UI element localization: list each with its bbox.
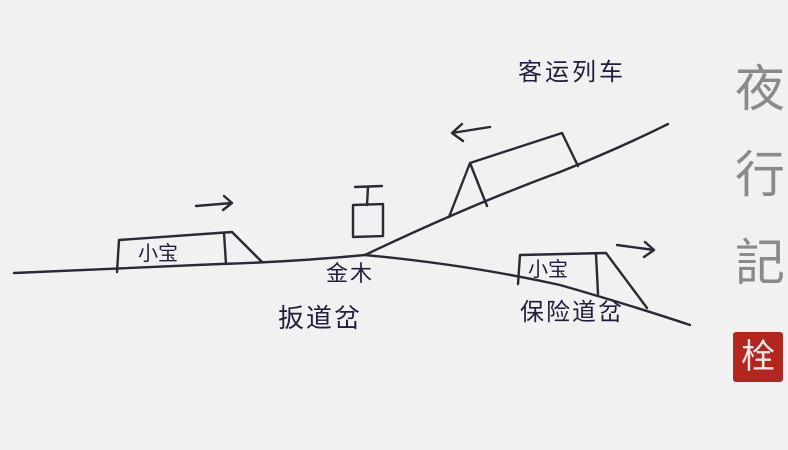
switch-lever-icon bbox=[351, 184, 385, 239]
passenger-train-outline bbox=[447, 131, 580, 219]
calligraphy-char-2: 行 bbox=[735, 146, 785, 204]
arrow-right-left-icon bbox=[194, 194, 234, 212]
junction-switch-label: 扳道岔 bbox=[278, 304, 363, 334]
safety-switch-label: 保险道岔 bbox=[520, 298, 624, 326]
main-track bbox=[12, 253, 367, 275]
lower-track bbox=[363, 253, 692, 327]
calligraphy-char-1: 夜 bbox=[735, 60, 785, 118]
arrow-right-lower-icon bbox=[615, 240, 656, 259]
junction-name-label: 金木 bbox=[326, 262, 375, 287]
left-cabin-outline bbox=[115, 230, 264, 274]
right-cabin-outline bbox=[516, 251, 649, 310]
right-cabin-label: 小宝 bbox=[528, 257, 568, 281]
red-seal-stamp: 栓 bbox=[733, 332, 783, 382]
seal-character: 栓 bbox=[741, 337, 775, 377]
arrow-left-icon bbox=[450, 122, 492, 143]
left-cabin-label: 小宝 bbox=[138, 241, 178, 265]
calligraphy-char-3: 記 bbox=[735, 234, 785, 292]
passenger-train-label: 客运列车 bbox=[518, 58, 626, 86]
upper-track bbox=[363, 122, 670, 257]
